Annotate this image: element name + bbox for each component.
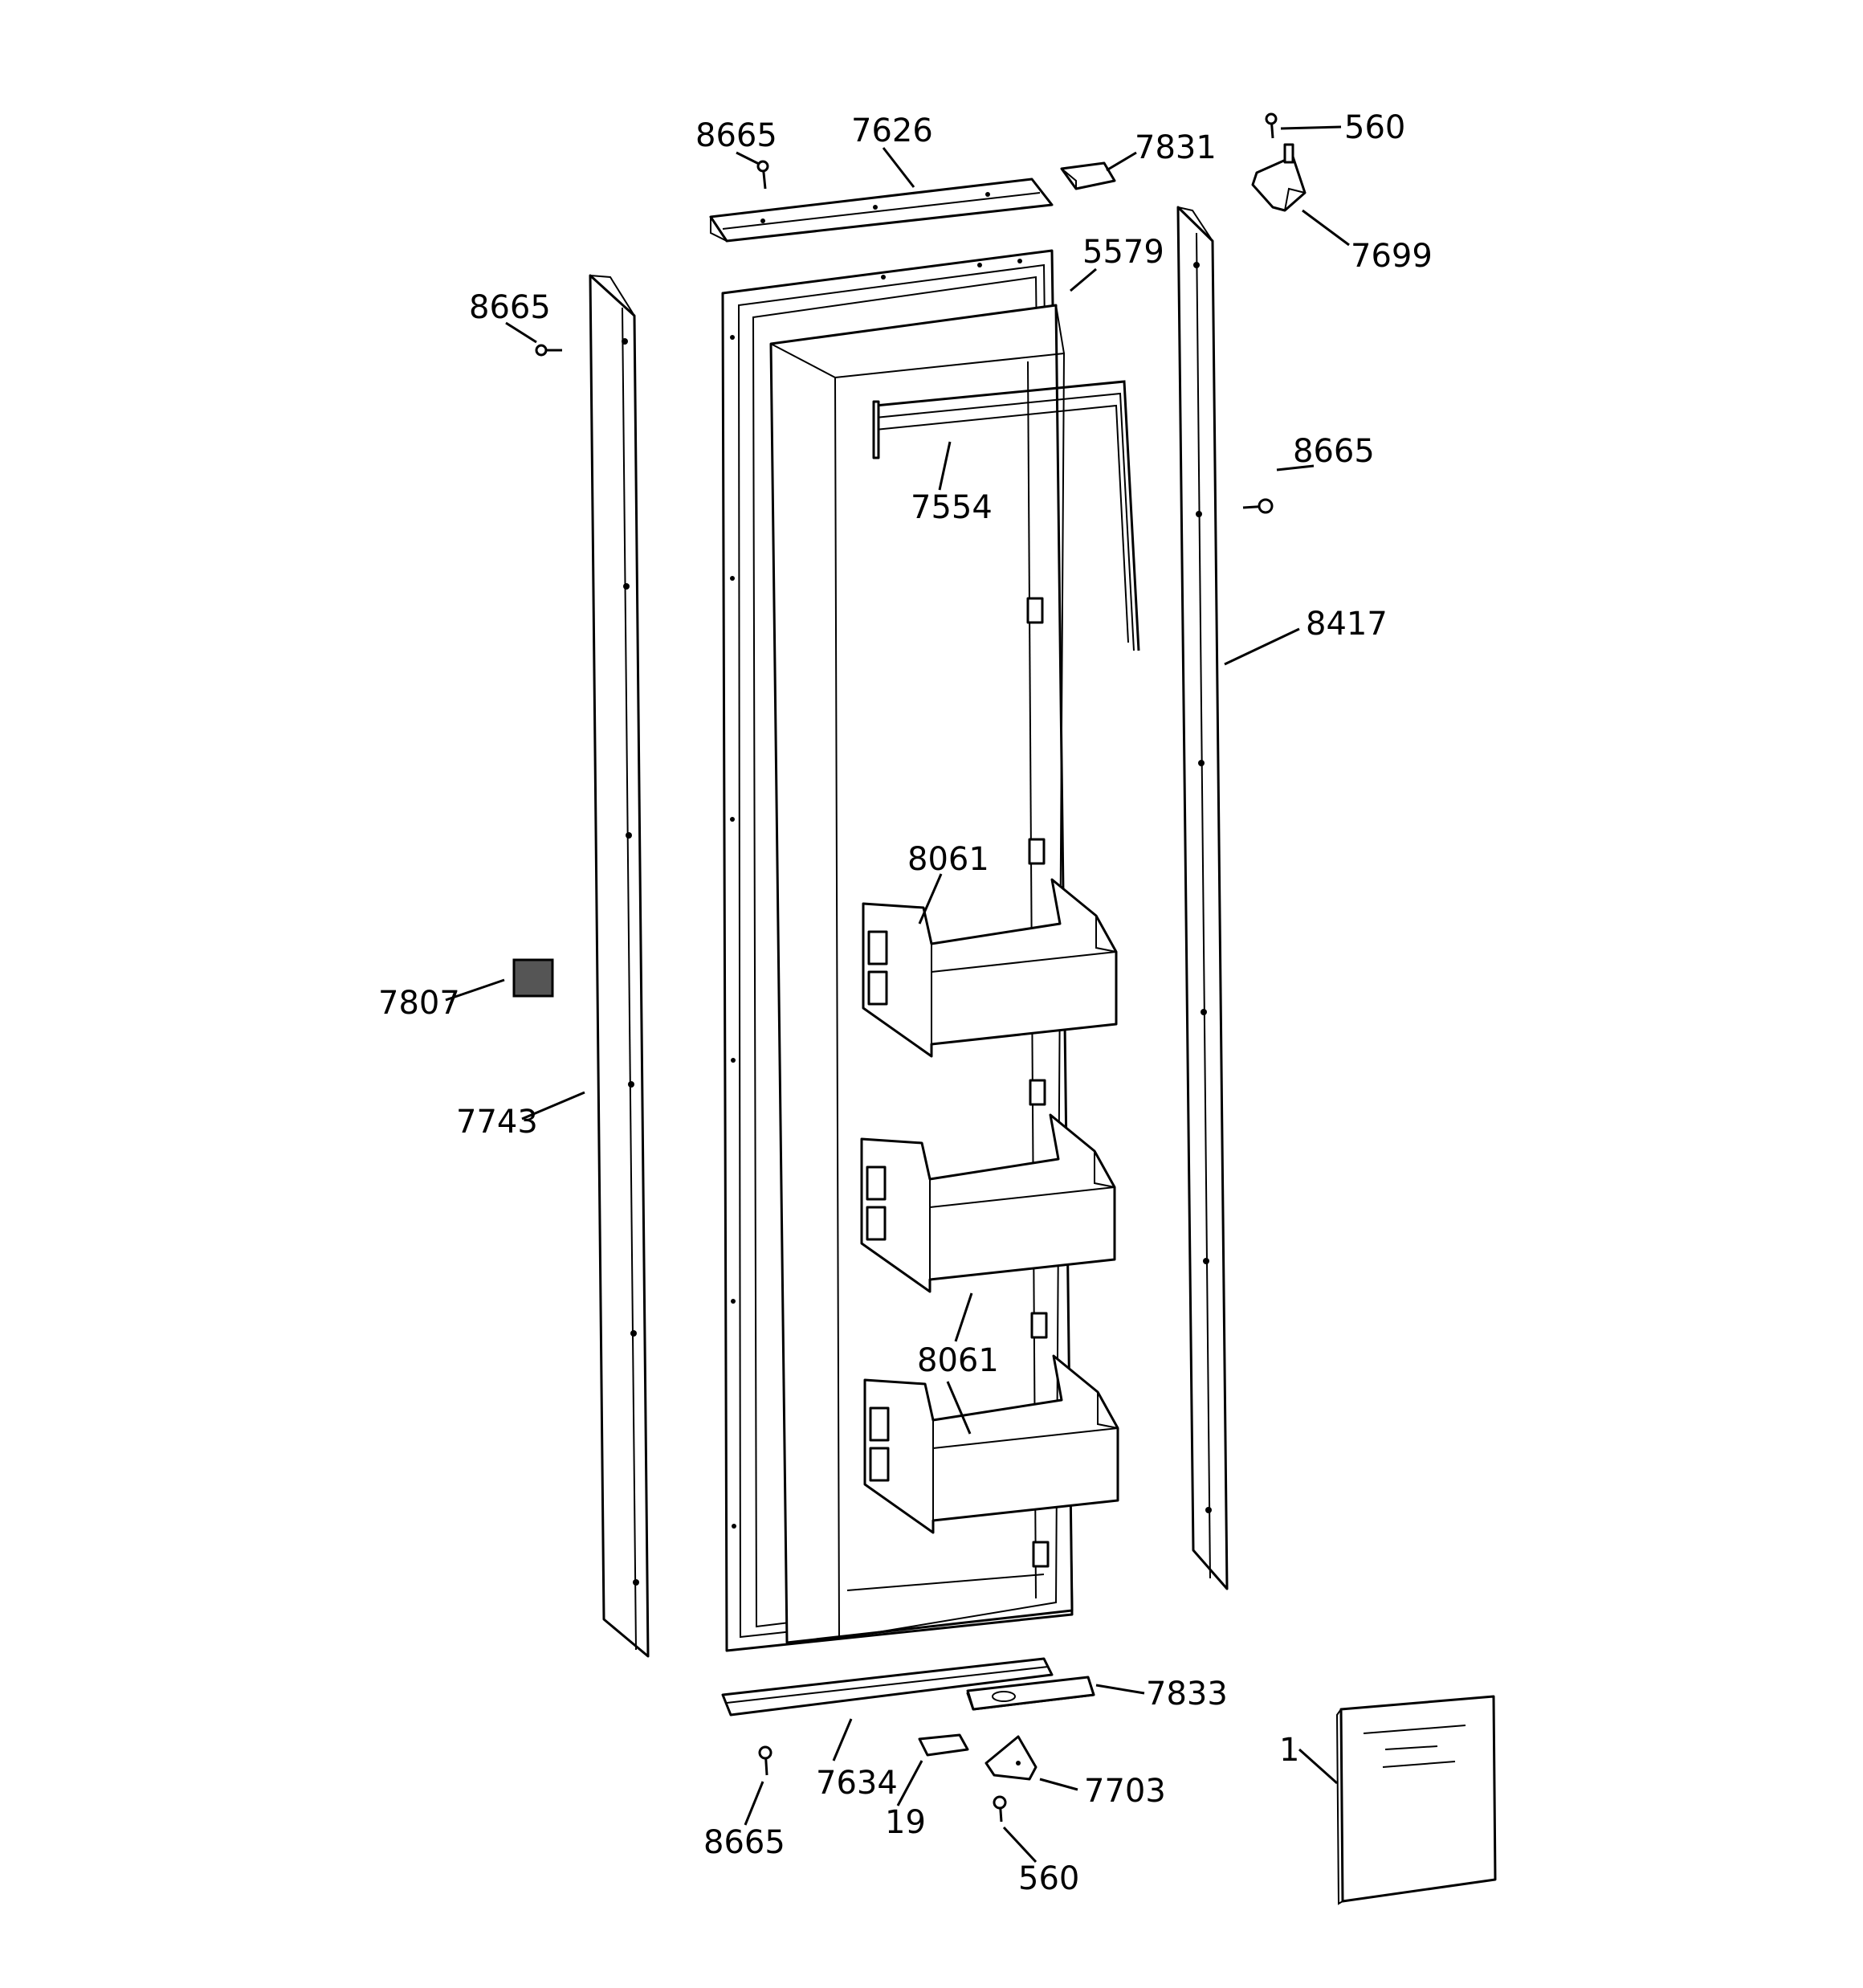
part-19 [918,1733,969,1757]
callout-7699: 7699 [1351,238,1433,275]
door-shelf-upper [862,878,1118,1058]
top-trim [709,178,1054,243]
screw-8665-left [535,344,562,357]
callout-8665-top: 8665 [695,117,777,154]
callout-5579: 5579 [1082,234,1164,271]
left-door-trim [589,274,650,1658]
callout-8061-upper: 8061 [907,841,989,878]
door-shelf-lower [863,1354,1119,1534]
callout-560-bottom: 560 [1018,1860,1079,1897]
callout-7634: 7634 [816,1765,898,1802]
callout-8417: 8417 [1306,606,1388,643]
callout-8061-lower: 8061 [917,1342,999,1379]
callout-labels: 8665 7626 7831 560 7699 5579 8665 7554 8… [378,109,1433,1897]
owner-manual [1335,1695,1497,1905]
screw-8665-right [1242,498,1274,514]
callout-7833: 7833 [1146,1676,1228,1712]
callout-19: 19 [885,1804,926,1841]
callout-8665-left: 8665 [469,289,551,326]
right-door-trim [1176,206,1229,1590]
leader-lines [445,125,1350,1863]
callout-7831: 7831 [1135,129,1217,166]
screw-560-bottom [993,1795,1007,1823]
callout-7626: 7626 [851,112,933,149]
screw-8665-top [756,160,769,190]
hinge-7699 [1251,143,1307,212]
screw-8665-bottom [758,1745,773,1776]
hinge-7703 [984,1735,1037,1781]
door-shelf-middle [860,1113,1116,1293]
callout-7743: 7743 [456,1104,538,1141]
callout-8665-bottom: 8665 [703,1824,785,1861]
callout-560-top: 560 [1344,109,1405,146]
screw-560-top [1265,112,1278,139]
hinge-cover-7833 [966,1676,1095,1711]
seal-block-7807 [512,958,554,998]
callout-8665-right: 8665 [1293,433,1375,470]
callout-7807: 7807 [378,985,460,1022]
hinge-cover-7831 [1060,161,1116,190]
callout-7703: 7703 [1084,1773,1166,1810]
callout-7554: 7554 [911,489,993,526]
callout-1: 1 [1279,1732,1299,1769]
door-gasket [872,380,1140,651]
